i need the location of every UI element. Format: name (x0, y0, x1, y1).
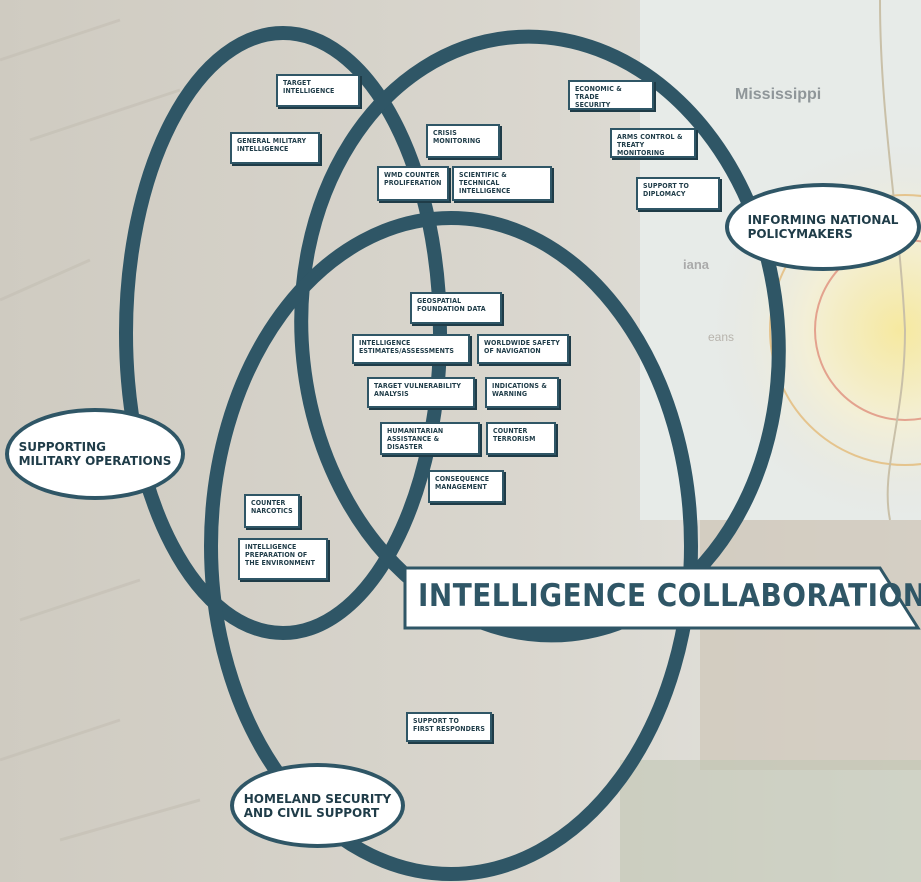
box-support-first-responders: SUPPORT TO FIRST RESPONDERS (406, 712, 492, 742)
collaboration-banner (403, 566, 921, 630)
map-label-new-orleans: eans (708, 330, 735, 344)
box-arms-control: ARMS CONTROL & TREATY MONITORING (610, 128, 696, 158)
box-intelligence-estimates: INTELLIGENCE ESTIMATES/ASSESSMENTS (352, 334, 470, 364)
ring-national-policymakers (294, 29, 786, 643)
box-economic-trade-security: ECONOMIC & TRADE SECURITY (568, 80, 654, 110)
box-crisis-monitoring: CRISIS MONITORING (426, 124, 500, 158)
box-indications-warning: INDICATIONS & WARNING (485, 377, 559, 408)
diagram-title: INTELLIGENCE COLLABORATION (418, 578, 921, 614)
storm-ring-outer (769, 194, 921, 466)
oval-supporting-military-operations: SUPPORTING MILITARY OPERATIONS (5, 408, 185, 500)
ring-homeland-security (204, 211, 698, 881)
box-wmd-counter-proliferation: WMD COUNTER PROLIFERATION (377, 166, 449, 201)
ring-military-operations (119, 26, 447, 640)
box-target-intelligence: TARGET INTELLIGENCE (276, 74, 360, 107)
debris-photo (700, 520, 921, 770)
box-general-military-intelligence: GENERAL MILITARY INTELLIGENCE (230, 132, 320, 164)
map-label-mississippi: Mississippi (735, 86, 822, 103)
terrain-texture (0, 18, 201, 842)
box-humanitarian-assistance: HUMANITARIAN ASSISTANCE & DISASTER (380, 422, 480, 455)
oval-informing-national-policymakers: INFORMING NATIONAL POLICYMAKERS (725, 183, 921, 271)
box-worldwide-safety-navigation: WORLDWIDE SAFETY OF NAVIGATION (477, 334, 569, 364)
box-consequence-management: CONSEQUENCE MANAGEMENT (428, 470, 504, 503)
box-scientific-technical: SCIENTIFIC & TECHNICAL INTELLIGENCE (452, 166, 552, 201)
box-intelligence-preparation: INTELLIGENCE PREPARATION OF THE ENVIRONM… (238, 538, 328, 580)
box-support-to-diplomacy: SUPPORT TO DIPLOMACY (636, 177, 720, 210)
box-geospatial-foundation-data: GEOSPATIAL FOUNDATION DATA (410, 292, 502, 324)
grass-photo (620, 760, 921, 882)
box-target-vulnerability: TARGET VULNERABILITY ANALYSIS (367, 377, 475, 408)
map-label-louisiana: iana (683, 257, 710, 272)
storm-track (879, 0, 907, 521)
oval-homeland-security: HOMELAND SECURITY AND CIVIL SUPPORT (230, 763, 405, 848)
box-counter-narcotics: COUNTER NARCOTICS (244, 494, 300, 528)
box-counter-terrorism: COUNTER TERRORISM (486, 422, 556, 455)
